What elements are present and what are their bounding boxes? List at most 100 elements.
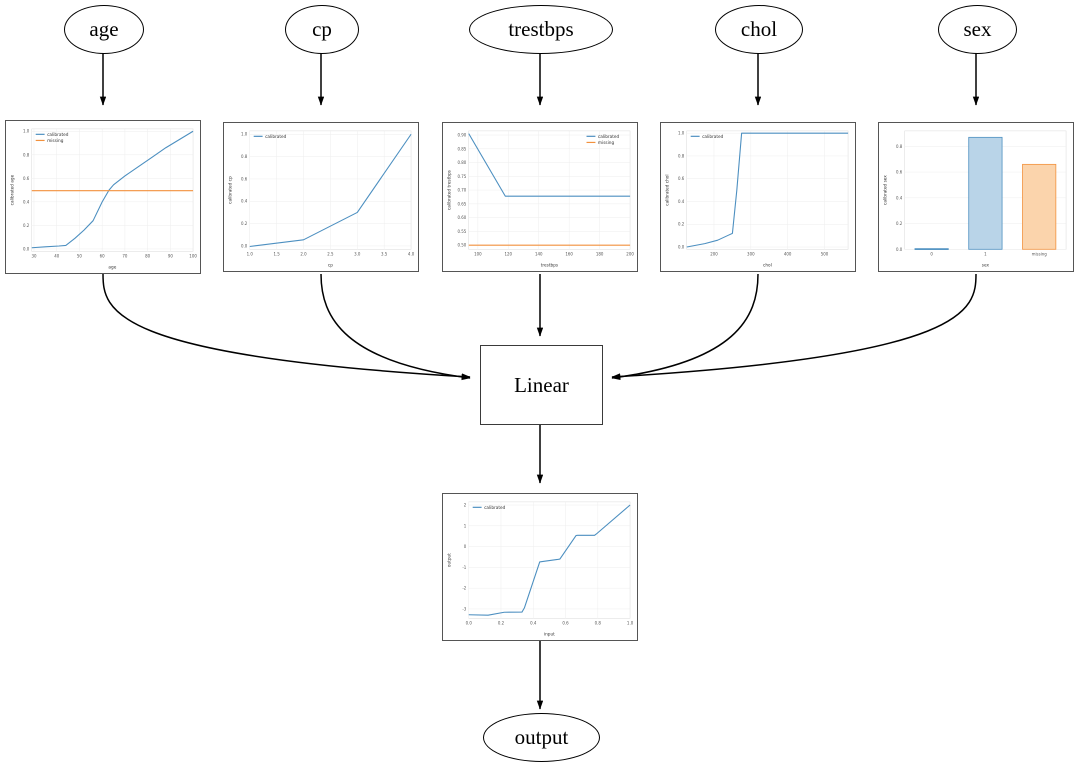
x-tick-label: 0.0 xyxy=(466,620,473,625)
y-axis-label: calibrated chol xyxy=(664,174,669,205)
y-axis-label: output xyxy=(446,553,451,567)
y-axis-label: calibrated cp xyxy=(227,176,232,204)
y-tick-label: 0.6 xyxy=(241,176,248,181)
x-tick-label: 40 xyxy=(54,253,60,258)
x-tick-label: 80 xyxy=(145,253,151,258)
x-tick-label: 100 xyxy=(474,251,482,256)
y-axis-label: calibrated age xyxy=(9,174,15,205)
x-axis-label: cp xyxy=(328,263,333,268)
node-age[interactable]: age xyxy=(64,5,144,54)
x-tick-label: 160 xyxy=(565,251,573,256)
node-age-label: age xyxy=(89,17,119,41)
y-tick-label: 1.0 xyxy=(241,132,248,137)
x-tick-label: 0.2 xyxy=(498,620,505,625)
x-tick-label: 3.5 xyxy=(381,251,388,256)
y-tick-label: 0.65 xyxy=(457,201,466,206)
x-tick-label: 3.0 xyxy=(354,251,361,256)
series-line-calibrated xyxy=(31,130,194,249)
x-tick-label: 70 xyxy=(122,253,128,258)
y-tick-label: 1.0 xyxy=(23,129,30,134)
y-tick-label: 1 xyxy=(464,523,467,528)
x-tick-label: 100 xyxy=(189,253,197,258)
x-tick-label: 30 xyxy=(31,253,37,258)
y-tick-label: 0.55 xyxy=(457,229,466,234)
legend-label: calibrated xyxy=(702,134,724,139)
x-tick-label: 1.0 xyxy=(627,620,634,625)
y-tick-label: 0.4 xyxy=(678,199,685,204)
series-line-calibrated xyxy=(468,504,631,616)
y-tick-label: 0.6 xyxy=(896,170,903,175)
edge-cpchart-to-linear xyxy=(320,273,471,381)
x-tick-label: missing xyxy=(1032,251,1048,256)
x-tick-label: 1.5 xyxy=(273,251,280,256)
x-tick-label: 2.5 xyxy=(327,251,334,256)
y-tick-label: 0.8 xyxy=(241,154,248,159)
legend-label: calibrated xyxy=(598,134,620,139)
x-tick-label: 0.4 xyxy=(530,620,537,625)
x-tick-label: 1.0 xyxy=(247,251,254,256)
x-axis-label: chol xyxy=(763,263,772,268)
node-trestbps[interactable]: trestbps xyxy=(469,5,613,54)
node-chol[interactable]: chol xyxy=(715,5,803,54)
y-tick-label: -1 xyxy=(462,565,466,570)
y-tick-label: 0.8 xyxy=(896,144,903,149)
y-tick-label: 0.8 xyxy=(23,152,30,157)
x-tick-label: 0.8 xyxy=(595,620,602,625)
y-tick-label: -3 xyxy=(462,606,466,611)
node-linear[interactable]: Linear xyxy=(480,345,603,425)
node-output[interactable]: output xyxy=(483,713,600,762)
node-trestbps-label: trestbps xyxy=(508,17,574,41)
y-tick-label: 0.0 xyxy=(23,246,30,251)
chart-panel-chol: 0.0 0.2 0.4 0.6 0.8 1.0 200 300 400 500 chol calibr… xyxy=(660,122,856,272)
y-tick-label: 0.6 xyxy=(678,176,685,181)
x-tick-label: 300 xyxy=(747,251,755,256)
y-tick-label: 0.4 xyxy=(23,199,30,204)
edge-cholchart-to-linear xyxy=(611,273,759,381)
y-tick-label: 0.0 xyxy=(241,243,248,248)
node-cp[interactable]: cp xyxy=(285,5,359,54)
x-tick-label: 400 xyxy=(784,251,792,256)
y-tick-label: 0.0 xyxy=(678,245,685,250)
plot-frame xyxy=(686,130,849,250)
legend-label: calibrated xyxy=(265,134,287,139)
x-tick-label: 500 xyxy=(821,251,829,256)
bar xyxy=(1022,163,1057,250)
x-axis-label: trestbps xyxy=(541,263,558,268)
plot-frame xyxy=(31,128,194,252)
x-tick-label: 60 xyxy=(100,253,106,258)
legend-label: missing xyxy=(598,140,615,145)
y-tick-label: 0.80 xyxy=(457,160,466,165)
legend-label: calibrated xyxy=(47,132,69,138)
legend-label: calibrated xyxy=(484,505,506,510)
node-linear-label: Linear xyxy=(514,372,569,397)
x-tick-label: 2.0 xyxy=(300,251,307,256)
x-tick-label: 200 xyxy=(710,251,718,256)
x-tick-label: 140 xyxy=(535,251,543,256)
edge-agechart-to-linear xyxy=(102,273,471,380)
legend-label: missing xyxy=(47,138,64,144)
y-tick-label: 1.0 xyxy=(678,131,685,136)
x-tick-label: 0 xyxy=(930,251,933,256)
y-tick-label: 0.8 xyxy=(678,153,685,158)
y-tick-label: 0.60 xyxy=(457,215,466,220)
y-tick-label: 0.2 xyxy=(678,222,685,227)
y-tick-label: 0.85 xyxy=(457,146,466,151)
bar xyxy=(914,248,949,250)
y-tick-label: 0.2 xyxy=(241,221,248,226)
y-tick-label: 0.4 xyxy=(241,199,248,204)
y-tick-label: 0.90 xyxy=(457,133,466,138)
y-axis-label: calibrated trestbps xyxy=(446,170,451,210)
y-tick-label: 0 xyxy=(464,544,467,549)
x-axis-label: input xyxy=(544,632,555,637)
node-sex[interactable]: sex xyxy=(938,5,1017,54)
x-tick-label: 90 xyxy=(168,253,174,258)
